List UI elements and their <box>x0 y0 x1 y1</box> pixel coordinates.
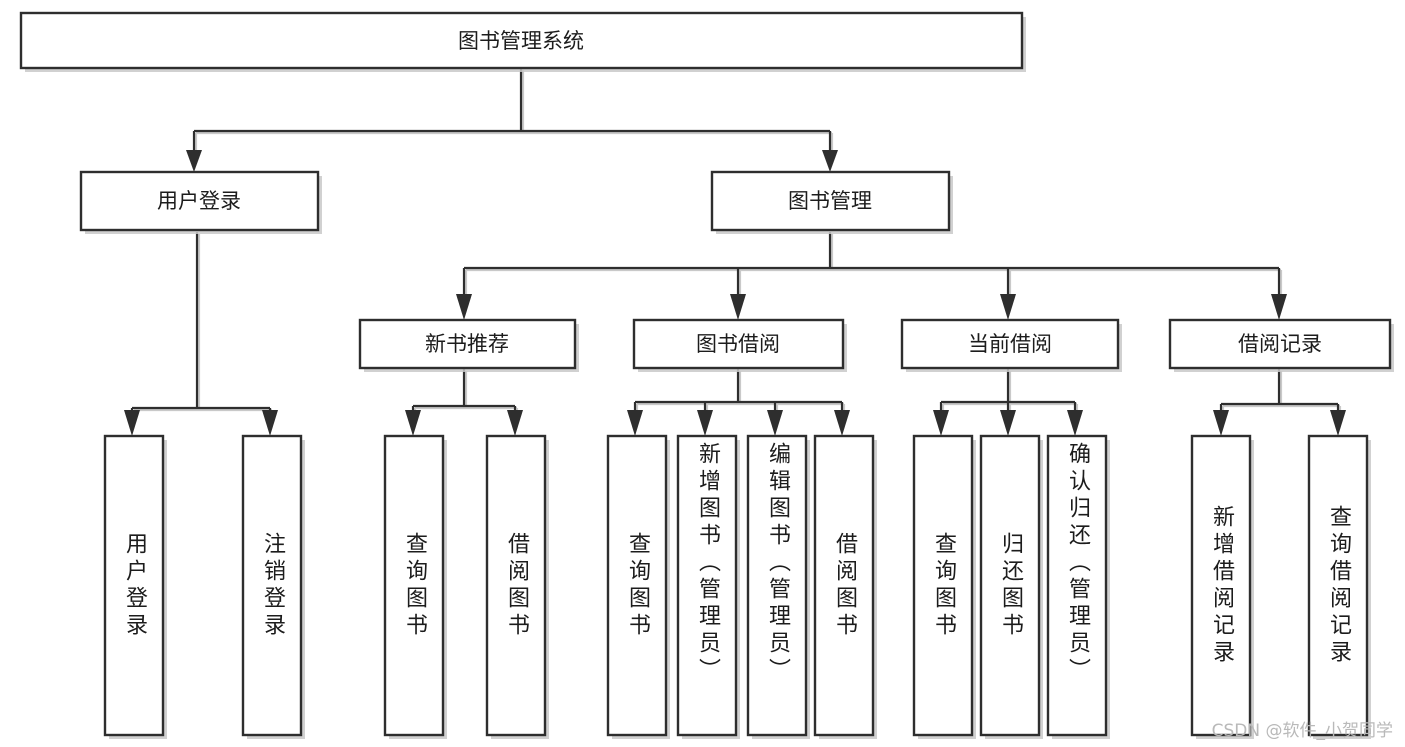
arrow-head-icon <box>1000 410 1016 436</box>
arrow-head-icon <box>405 410 421 436</box>
leaf-bookborrow-add[interactable] <box>676 434 740 739</box>
node-root[interactable]: 图书管理系统 <box>19 11 1026 72</box>
connector-layer <box>124 68 1346 436</box>
leaf-label-user-logout: 注销登录 <box>260 531 285 640</box>
leaf-user-login-logout[interactable] <box>241 434 305 739</box>
node-label-borrow-record: 借阅记录 <box>1238 332 1322 356</box>
leaf-label-bookborrow-borrow: 借阅图书 <box>832 531 857 640</box>
node-current-borrow[interactable]: 当前借阅 <box>900 318 1122 372</box>
node-label-root: 图书管理系统 <box>458 29 584 53</box>
connector-root-to-level2 <box>186 68 838 172</box>
node-new-book-recommend[interactable]: 新书推荐 <box>358 318 579 372</box>
arrow-head-icon <box>186 150 202 172</box>
leaf-label-currentborrow-query: 查询图书 <box>931 531 956 640</box>
leaf-label-bookborrow-query: 查询图书 <box>625 531 650 640</box>
leaf-borrowrecord-add[interactable] <box>1190 434 1254 739</box>
node-user-login[interactable]: 用户登录 <box>79 170 322 234</box>
leaf-borrowrecord-query[interactable] <box>1307 434 1371 739</box>
leaf-label-bookborrow-add: 新增图书（管理员） <box>695 442 720 685</box>
arrow-head-icon <box>262 410 278 436</box>
arrow-head-icon <box>1271 294 1287 320</box>
connector-shadows <box>132 70 1342 422</box>
leaf-newbook-borrow[interactable] <box>485 434 549 739</box>
arrow-head-icon <box>124 410 140 436</box>
leaf-currentborrow-query[interactable] <box>912 434 976 739</box>
arrow-head-icon <box>507 410 523 436</box>
leaf-label-currentborrow-return: 归还图书 <box>998 531 1023 640</box>
arrow-head-icon <box>1213 410 1229 436</box>
arrow-head-icon <box>1000 294 1016 320</box>
arrow-head-icon <box>627 410 643 436</box>
connector-borrowrecord-to-leaves <box>1213 369 1346 436</box>
arrow-head-icon <box>1330 410 1346 436</box>
node-label-current-borrow: 当前借阅 <box>968 332 1052 356</box>
node-label-book-management: 图书管理 <box>788 189 872 213</box>
node-borrow-record[interactable]: 借阅记录 <box>1168 318 1394 372</box>
arrow-head-icon <box>730 294 746 320</box>
leaf-label-borrowrecord-query: 查询借阅记录 <box>1326 504 1351 667</box>
arrow-head-icon <box>1067 410 1083 436</box>
connector-userlogin-to-leaves <box>124 232 278 436</box>
arrow-head-icon <box>834 410 850 436</box>
leaf-label-newbook-borrow: 借阅图书 <box>504 531 529 640</box>
leaf-bookborrow-edit[interactable] <box>746 434 810 739</box>
leaf-label-newbook-query: 查询图书 <box>402 531 427 640</box>
node-label-user-login: 用户登录 <box>157 189 241 213</box>
leaf-label-user-login: 用户登录 <box>122 531 147 640</box>
connector-bookmgmt-to-level3 <box>456 232 1287 320</box>
connector-currentborrow-to-leaves <box>933 369 1083 436</box>
leaf-label-bookborrow-edit: 编辑图书（管理员） <box>765 442 790 685</box>
arrow-head-icon <box>456 294 472 320</box>
arrow-head-icon <box>933 410 949 436</box>
node-book-borrow[interactable]: 图书借阅 <box>632 318 847 372</box>
leaf-newbook-query[interactable] <box>383 434 447 739</box>
leaf-label-borrowrecord-add: 新增借阅记录 <box>1209 504 1234 667</box>
arrow-head-icon <box>697 410 713 436</box>
leaf-currentborrow-confirm[interactable] <box>1046 434 1110 739</box>
node-label-new-book-recommend: 新书推荐 <box>425 332 509 356</box>
connector-bookborrow-to-leaves <box>627 369 850 436</box>
leaf-label-currentborrow-confirm: 确认归还（管理员） <box>1065 442 1090 685</box>
arrow-head-icon <box>767 410 783 436</box>
node-label-book-borrow: 图书借阅 <box>696 332 780 356</box>
arrow-head-icon <box>822 150 838 172</box>
leaf-user-login-login[interactable] <box>103 434 167 739</box>
node-book-management[interactable]: 图书管理 <box>710 170 953 234</box>
leaf-currentborrow-return[interactable] <box>979 434 1043 739</box>
leaf-bookborrow-borrow[interactable] <box>813 434 877 739</box>
connector-newbook-to-leaves <box>405 369 523 436</box>
leaf-bookborrow-query[interactable] <box>606 434 670 739</box>
